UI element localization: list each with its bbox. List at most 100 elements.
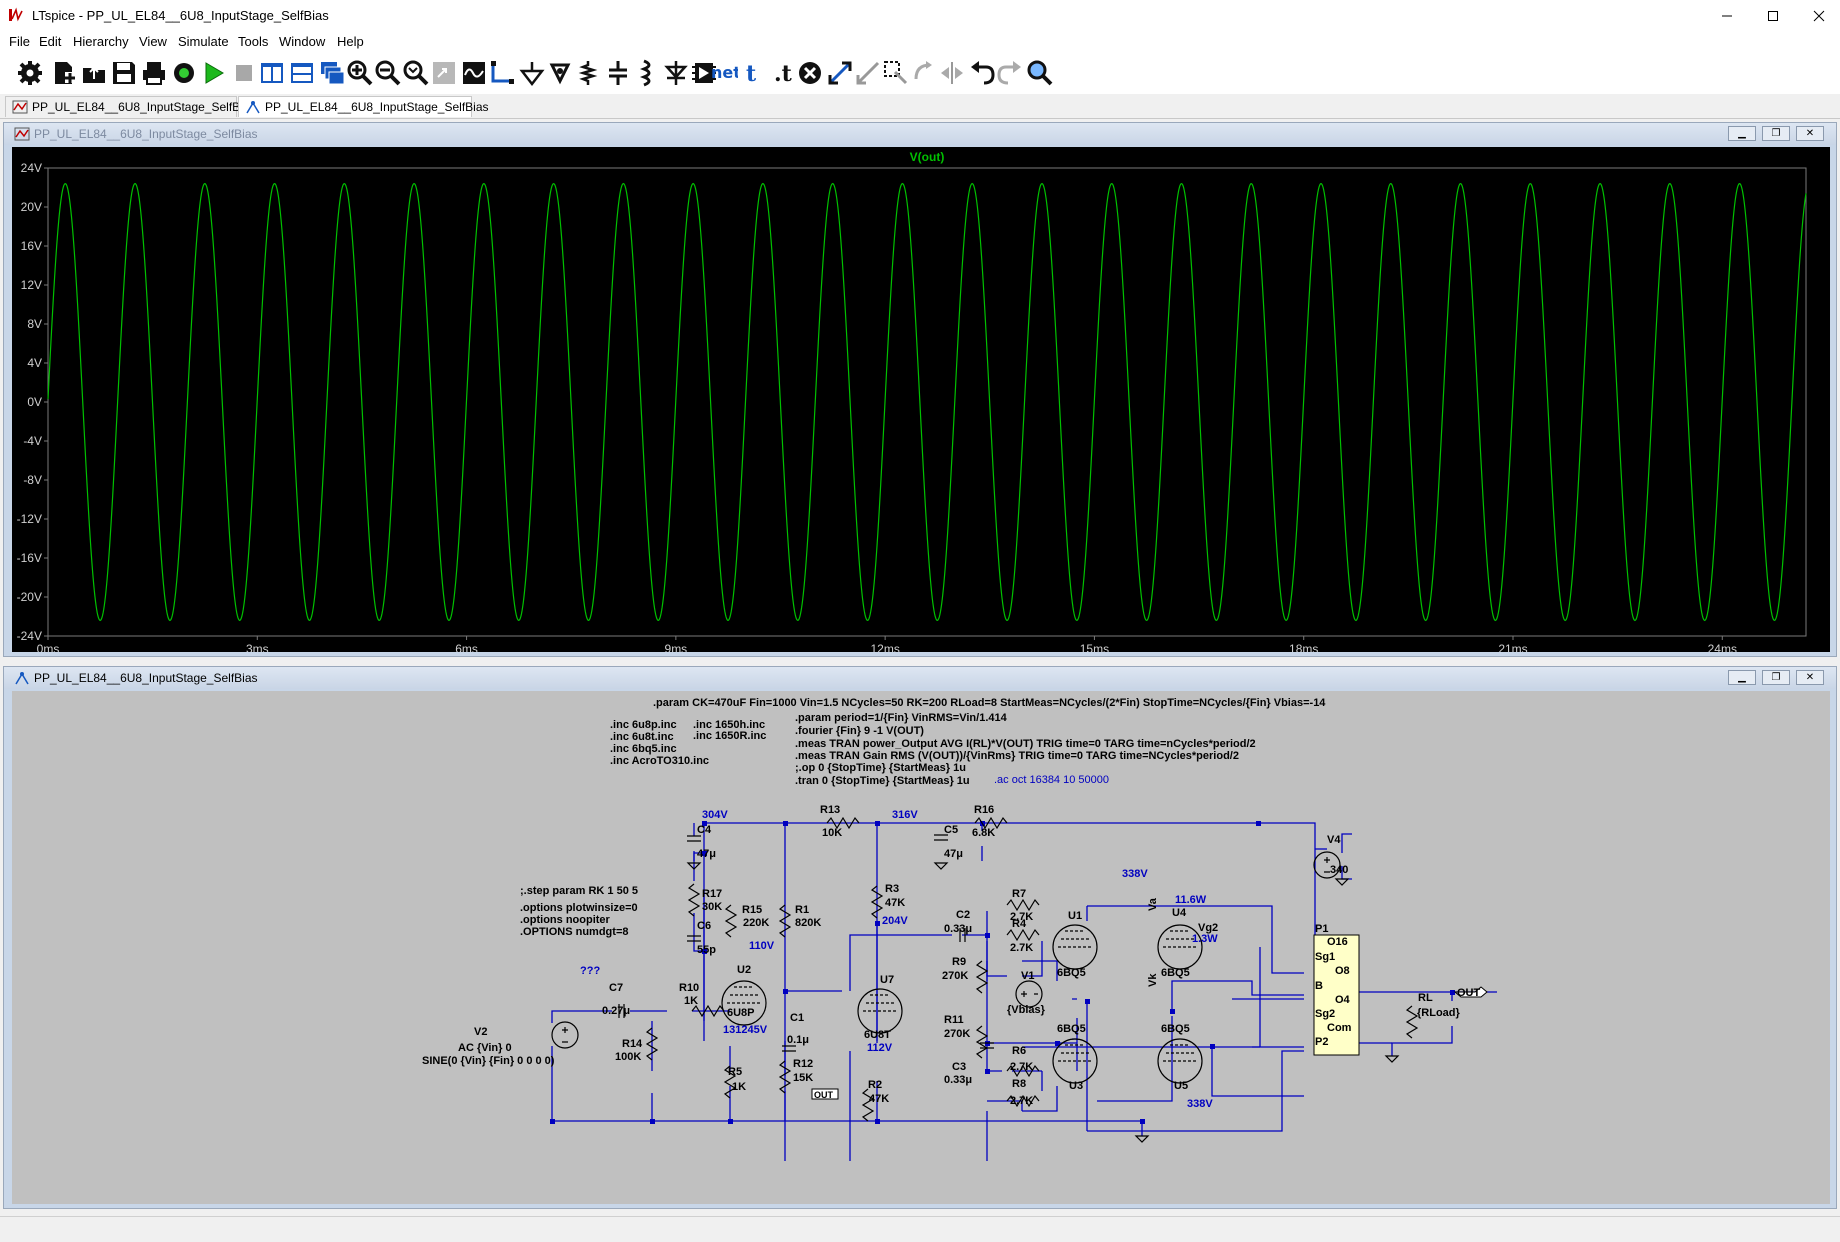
inc-directive-1[interactable]: .inc 6u8p.inc — [610, 719, 677, 731]
run-icon[interactable] — [200, 59, 228, 87]
save-icon[interactable] — [110, 59, 138, 87]
label-r9: R9 — [952, 956, 966, 968]
type-u3: 6BQ5 — [1057, 1023, 1086, 1035]
inc-directive-3[interactable]: .inc 6bq5.inc — [610, 743, 677, 755]
schematic-window-titlebar: PP_UL_EL84__6U8_InputStage_SelfBias ▁ ❐ … — [4, 667, 1836, 689]
output-transformer[interactable] — [1313, 934, 1360, 1056]
inc-directive-2[interactable]: .inc 6u8t.inc — [610, 731, 674, 743]
ground-icon[interactable] — [518, 59, 546, 87]
capacitor-c2 — [959, 928, 966, 942]
copy-icon[interactable] — [882, 59, 910, 87]
waveform-restore-button[interactable]: ❐ — [1762, 126, 1790, 141]
x-tick-label: 3ms — [246, 642, 269, 652]
node-338v-top: 338V — [1122, 868, 1148, 880]
net-label-icon[interactable]: net — [710, 59, 738, 87]
fourier-directive[interactable]: .fourier {Fin} 9 -1 V(OUT) — [795, 725, 924, 737]
inductor-icon[interactable] — [632, 59, 660, 87]
waveform-view-icon[interactable] — [460, 59, 488, 87]
schematic-restore-button[interactable]: ❐ — [1762, 670, 1790, 685]
options-numdgt[interactable]: .OPTIONS numdgt=8 — [520, 926, 628, 938]
menu-tools[interactable]: Tools — [238, 34, 269, 49]
schematic-canvas[interactable]: .param CK=470uF Fin=1000 Vin=1.5 NCycles… — [12, 691, 1830, 1204]
menu-hierarchy[interactable]: Hierarchy — [73, 34, 129, 49]
tile-vertical-icon[interactable] — [258, 59, 286, 87]
power-1-3w: 1.3W — [1192, 933, 1218, 945]
step-comment[interactable]: ;.step param RK 1 50 5 — [520, 885, 638, 897]
label-c2: C2 — [956, 909, 970, 921]
move-icon[interactable] — [826, 59, 854, 87]
resistor-r12 — [778, 1060, 792, 1094]
ground-v4 — [1334, 878, 1350, 886]
value-r7: 2.7K — [1010, 911, 1033, 923]
label-net-icon[interactable] — [546, 59, 574, 87]
meas-power-directive[interactable]: .meas TRAN power_Output AVG I(RL)*V(OUT)… — [795, 738, 1256, 750]
rotate-icon[interactable] — [910, 59, 938, 87]
label-c3: C3 — [952, 1061, 966, 1073]
close-button[interactable] — [1796, 0, 1840, 32]
minimize-button[interactable] — [1704, 0, 1750, 32]
find-icon[interactable] — [1026, 59, 1054, 87]
tile-horizontal-icon[interactable] — [288, 59, 316, 87]
waveform-window-titlebar: PP_UL_EL84__6U8_InputStage_SelfBias ▁ ❐ … — [4, 123, 1836, 145]
menu-view[interactable]: View — [139, 34, 167, 49]
open-folder-icon[interactable] — [80, 59, 108, 87]
transformer-b: B — [1315, 980, 1323, 992]
param-period-directive[interactable]: .param period=1/{Fin} VinRMS=Vin/1.414 — [795, 712, 1008, 724]
menu-window[interactable]: Window — [279, 34, 326, 49]
zoom-fit-icon[interactable] — [402, 59, 430, 87]
waveform-minimize-button[interactable]: ▁ — [1728, 126, 1756, 141]
source-v1 — [1015, 980, 1043, 1008]
schematic-minimize-button[interactable]: ▁ — [1728, 670, 1756, 685]
menu-edit[interactable]: Edit — [39, 34, 62, 49]
capacitor-c5 — [934, 834, 948, 841]
inc-directive-5[interactable]: .inc 1650h.inc — [693, 719, 765, 731]
inc-directive-4[interactable]: .inc AcroTO310.inc — [610, 755, 709, 767]
node-112v: 112V — [867, 1042, 893, 1054]
spice-directive-icon[interactable]: .t — [768, 59, 796, 87]
meas-gain-directive[interactable]: .meas TRAN Gain RMS (V(OUT))/{VinRms} TR… — [795, 750, 1239, 762]
menu-help[interactable]: Help — [337, 34, 364, 49]
control-panel-icon[interactable] — [170, 59, 198, 87]
diode-icon[interactable] — [662, 59, 690, 87]
type-u7: 6U8T — [864, 1029, 891, 1041]
waveform-close-button[interactable]: ✕ — [1796, 126, 1824, 141]
print-icon[interactable] — [140, 59, 168, 87]
resistor-r17 — [687, 883, 701, 917]
drag-icon[interactable] — [854, 59, 882, 87]
delete-icon[interactable] — [796, 59, 824, 87]
zoom-back-icon[interactable] — [430, 59, 458, 87]
source-v4 — [1313, 851, 1341, 879]
ac-directive[interactable]: .ac oct 16384 10 50000 — [994, 774, 1109, 786]
text-icon[interactable]: t — [740, 59, 768, 87]
menu-simulate[interactable]: Simulate — [178, 34, 229, 49]
schematic-close-button[interactable]: ✕ — [1796, 670, 1824, 685]
halt-icon[interactable] — [230, 59, 258, 87]
capacitor-icon[interactable] — [604, 59, 632, 87]
resistor-icon[interactable] — [574, 59, 602, 87]
undo-icon[interactable] — [968, 59, 996, 87]
inc-directive-6[interactable]: .inc 1650R.inc — [693, 730, 766, 742]
tab-waveform[interactable]: PP_UL_EL84__6U8_InputStage_SelfBias — [5, 96, 256, 117]
maximize-button[interactable] — [1750, 0, 1796, 32]
capacitor-c3 — [980, 1042, 994, 1049]
resistor-r9 — [975, 960, 989, 994]
ltspice-logo-icon — [9, 7, 23, 22]
op-comment[interactable]: ;.op 0 {StopTime} {StartMeas} 1u — [795, 762, 966, 774]
mirror-icon[interactable] — [938, 59, 966, 87]
y-tick-label: 24V — [21, 161, 42, 175]
options-noopiter[interactable]: .options noopiter — [520, 914, 611, 926]
tran-directive[interactable]: .tran 0 {StopTime} {StartMeas} 1u — [795, 775, 970, 787]
zoom-out-icon[interactable] — [374, 59, 402, 87]
options-plotwinsize[interactable]: .options plotwinsize=0 — [520, 902, 638, 914]
draw-wire-icon[interactable] — [488, 59, 516, 87]
menu-file[interactable]: File — [9, 34, 30, 49]
tab-schematic[interactable]: PP_UL_EL84__6U8_InputStage_SelfBias — [238, 96, 489, 117]
param-directive[interactable]: .param CK=470uF Fin=1000 Vin=1.5 NCycles… — [653, 697, 1326, 709]
redo-icon[interactable] — [996, 59, 1024, 87]
new-schematic-icon[interactable] — [50, 59, 78, 87]
cascade-icon[interactable] — [318, 59, 346, 87]
settings-gear-icon[interactable] — [16, 59, 44, 87]
component-icon[interactable] — [690, 59, 718, 87]
zoom-in-icon[interactable] — [346, 59, 374, 87]
